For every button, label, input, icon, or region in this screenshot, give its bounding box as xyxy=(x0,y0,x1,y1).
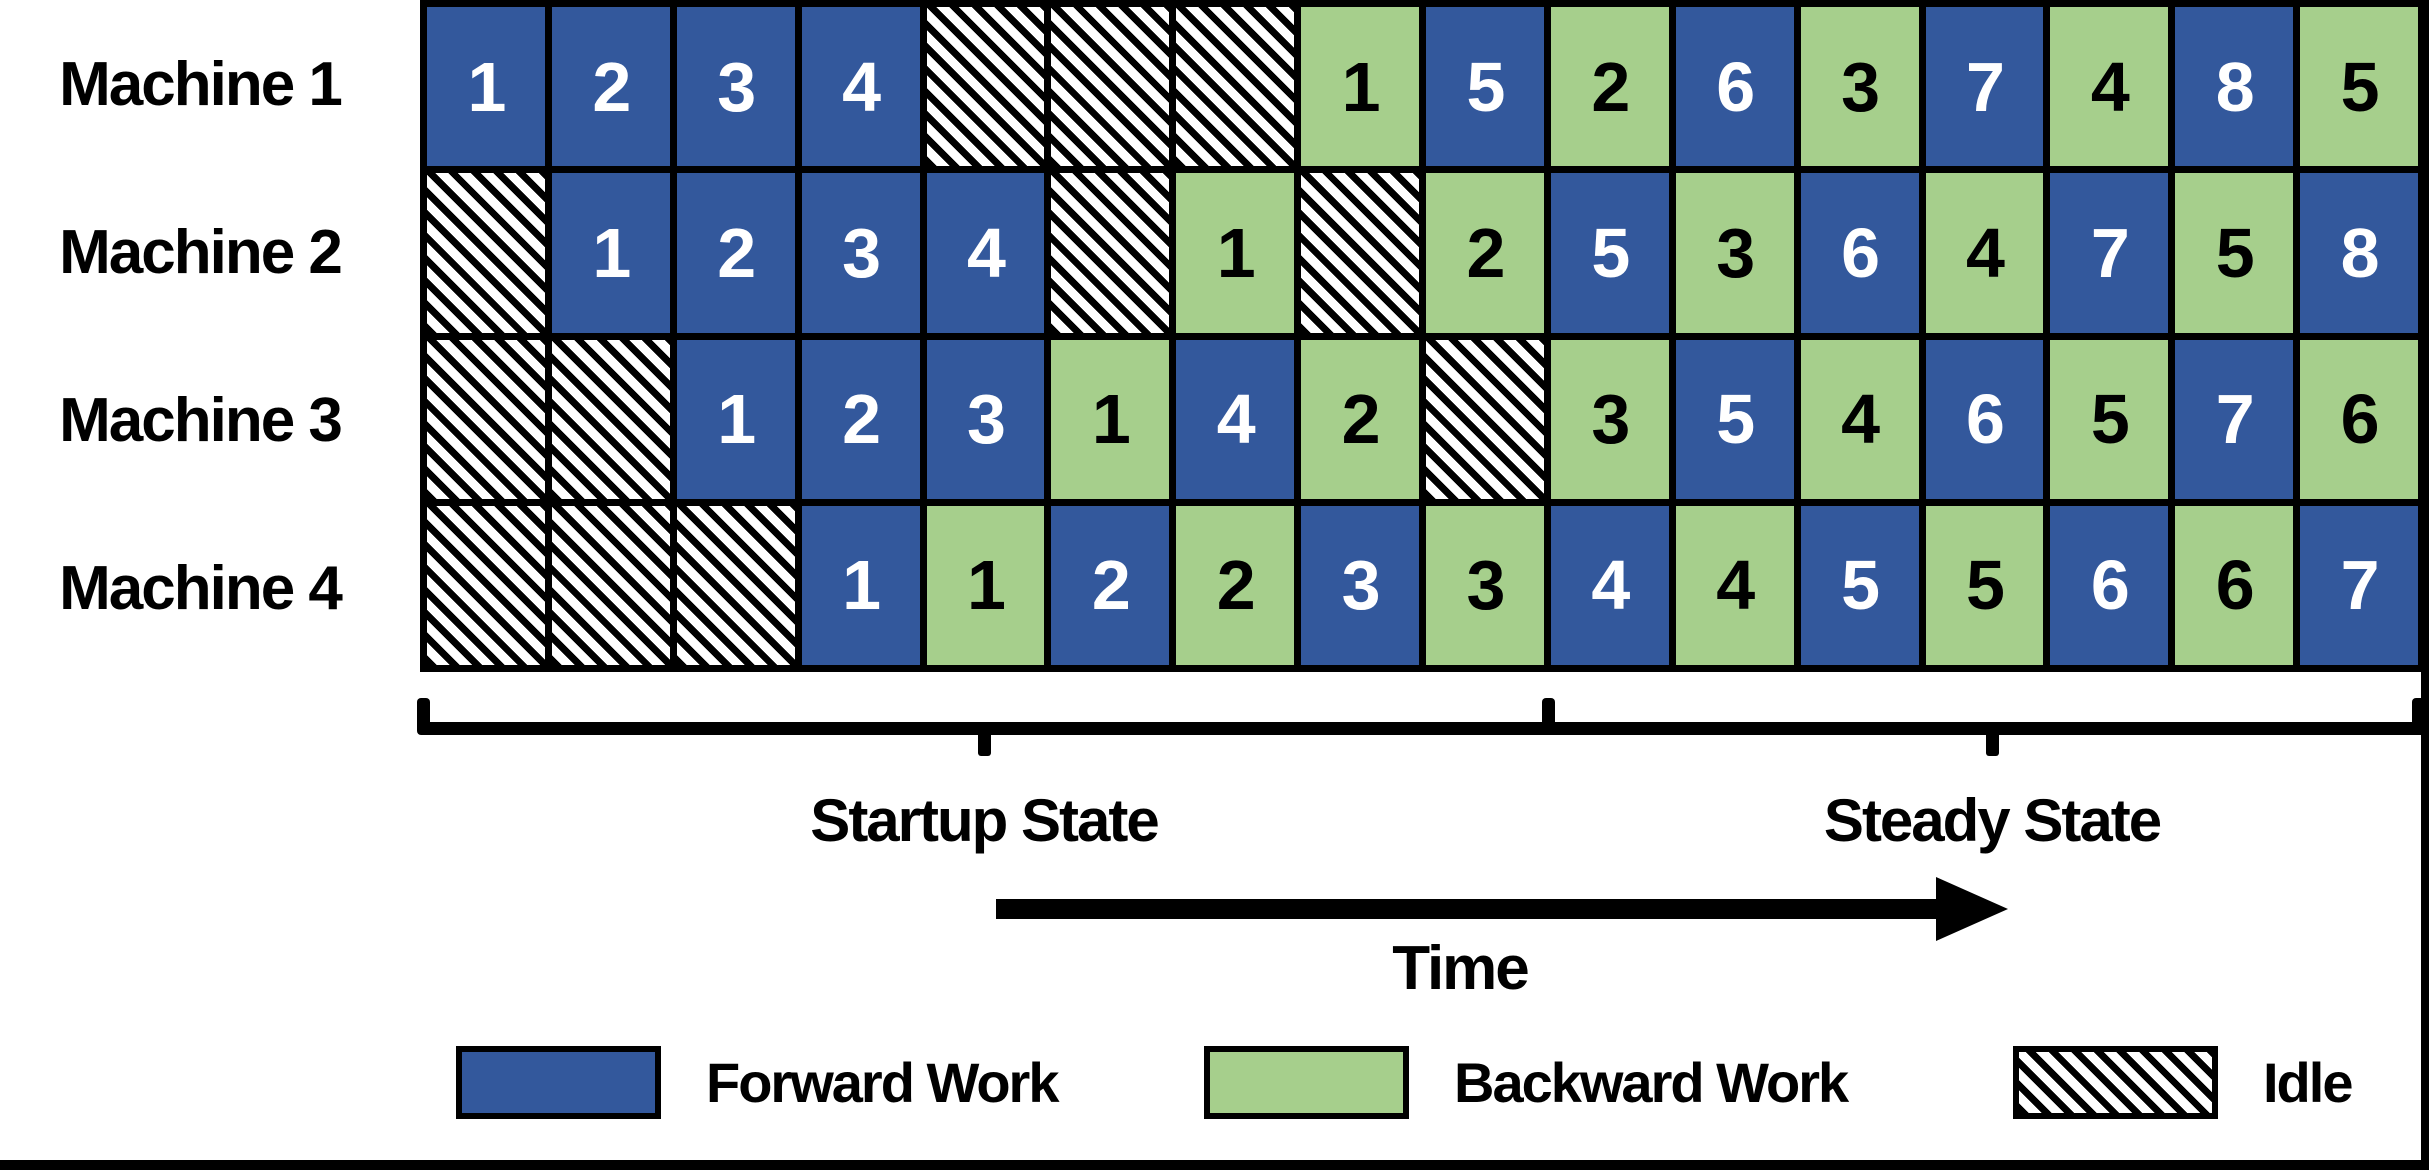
backward-work-cell: 2 xyxy=(1301,339,1419,499)
phase-bracket-bar xyxy=(420,722,2425,735)
bracket-left-end-tick xyxy=(417,698,430,735)
backward-work-cell: 2 xyxy=(1550,7,1669,167)
backward-work-swatch xyxy=(1204,1046,1409,1119)
forward-work-cell: 6 xyxy=(1675,7,1794,167)
idle-cell xyxy=(551,505,670,665)
forward-work-cell: 7 xyxy=(2175,339,2294,499)
idle-cell xyxy=(926,7,1045,167)
backward-work-cell: 6 xyxy=(2300,339,2418,499)
machine-label: Machine 1 xyxy=(59,49,343,119)
backward-work-cell: 5 xyxy=(2175,173,2294,333)
machine-labels-column: Machine 1 Machine 2 Machine 3 Machine 4 xyxy=(0,0,400,672)
forward-work-cell: 1 xyxy=(551,173,670,333)
backward-work-cell: 3 xyxy=(1426,505,1544,665)
forward-work-cell: 3 xyxy=(801,173,920,333)
forward-work-cell: 6 xyxy=(1800,173,1919,333)
forward-work-cell: 4 xyxy=(926,173,1045,333)
forward-work-cell: 1 xyxy=(676,339,795,499)
backward-work-cell: 6 xyxy=(2175,505,2294,665)
backward-work-label: Backward Work xyxy=(1454,1051,1849,1114)
forward-work-cell: 5 xyxy=(1426,7,1544,167)
idle-cell xyxy=(1051,7,1170,167)
forward-work-cell: 1 xyxy=(801,505,920,665)
backward-work-cell: 1 xyxy=(926,505,1045,665)
idle-cell xyxy=(427,339,545,499)
forward-work-cell: 8 xyxy=(2175,7,2294,167)
backward-work-cell: 5 xyxy=(2050,339,2169,499)
forward-work-cell: 4 xyxy=(801,7,920,167)
backward-work-cell: 4 xyxy=(2050,7,2169,167)
forward-work-cell: 1 xyxy=(427,7,545,167)
idle-swatch xyxy=(2013,1046,2218,1119)
backward-work-cell: 4 xyxy=(1800,339,1919,499)
machine-label: Machine 2 xyxy=(59,217,343,287)
forward-work-cell: 2 xyxy=(1051,505,1170,665)
backward-work-cell: 3 xyxy=(1550,339,1669,499)
backward-work-cell: 3 xyxy=(1675,173,1794,333)
backward-work-cell: 5 xyxy=(2300,7,2418,167)
forward-work-cell: 5 xyxy=(1800,505,1919,665)
machine-label: Machine 3 xyxy=(59,385,343,455)
steady-bracket-pointer xyxy=(1986,722,1999,756)
backward-work-cell: 3 xyxy=(1800,7,1919,167)
forward-work-cell: 8 xyxy=(2300,173,2418,333)
backward-work-cell: 2 xyxy=(1426,173,1544,333)
forward-work-cell: 6 xyxy=(2050,505,2169,665)
startup-bracket-pointer xyxy=(978,722,991,756)
idle-cell xyxy=(427,173,545,333)
forward-work-cell: 4 xyxy=(1550,505,1669,665)
idle-cell xyxy=(427,505,545,665)
steady-state-label: Steady State xyxy=(1823,787,2162,854)
forward-work-cell: 7 xyxy=(1925,7,2044,167)
time-arrow-line xyxy=(996,899,1936,919)
forward-work-cell: 3 xyxy=(926,339,1045,499)
backward-work-cell: 4 xyxy=(1675,505,1794,665)
idle-cell xyxy=(1176,7,1295,167)
idle-cell xyxy=(1426,339,1544,499)
forward-work-cell: 7 xyxy=(2300,505,2418,665)
legend-item-backward-work: Backward Work xyxy=(1204,1046,1849,1119)
forward-work-cell: 7 xyxy=(2050,173,2169,333)
backward-work-cell: 1 xyxy=(1051,339,1170,499)
forward-work-cell: 2 xyxy=(676,173,795,333)
idle-cell xyxy=(1051,173,1170,333)
forward-work-cell: 4 xyxy=(1176,339,1295,499)
idle-cell xyxy=(551,339,670,499)
forward-work-swatch xyxy=(456,1046,661,1119)
forward-work-cell: 3 xyxy=(676,7,795,167)
forward-work-cell: 5 xyxy=(1675,339,1794,499)
idle-label: Idle xyxy=(2263,1051,2353,1114)
startup-state-label: Startup State xyxy=(810,787,1159,854)
legend: Forward Work Backward Work Idle xyxy=(0,1046,2429,1119)
idle-cell xyxy=(676,505,795,665)
figure-right-border xyxy=(2421,0,2429,1170)
backward-work-cell: 2 xyxy=(1176,505,1295,665)
figure-bottom-border xyxy=(0,1160,2429,1170)
backward-work-cell: 1 xyxy=(1301,7,1419,167)
idle-cell xyxy=(1301,173,1419,333)
time-arrow-head xyxy=(1936,877,2008,941)
forward-work-cell: 5 xyxy=(1550,173,1669,333)
backward-work-cell: 5 xyxy=(1925,505,2044,665)
forward-work-cell: 6 xyxy=(1925,339,2044,499)
time-axis-label: Time xyxy=(1392,934,1530,1003)
forward-work-cell: 2 xyxy=(801,339,920,499)
backward-work-cell: 4 xyxy=(1925,173,2044,333)
bracket-middle-tick xyxy=(1542,698,1555,735)
machine-label: Machine 4 xyxy=(59,553,343,623)
backward-work-cell: 1 xyxy=(1176,173,1295,333)
forward-work-label: Forward Work xyxy=(706,1051,1059,1114)
forward-work-cell: 2 xyxy=(551,7,670,167)
legend-item-idle: Idle xyxy=(2013,1046,2353,1119)
forward-work-cell: 3 xyxy=(1301,505,1419,665)
legend-item-forward-work: Forward Work xyxy=(456,1046,1059,1119)
